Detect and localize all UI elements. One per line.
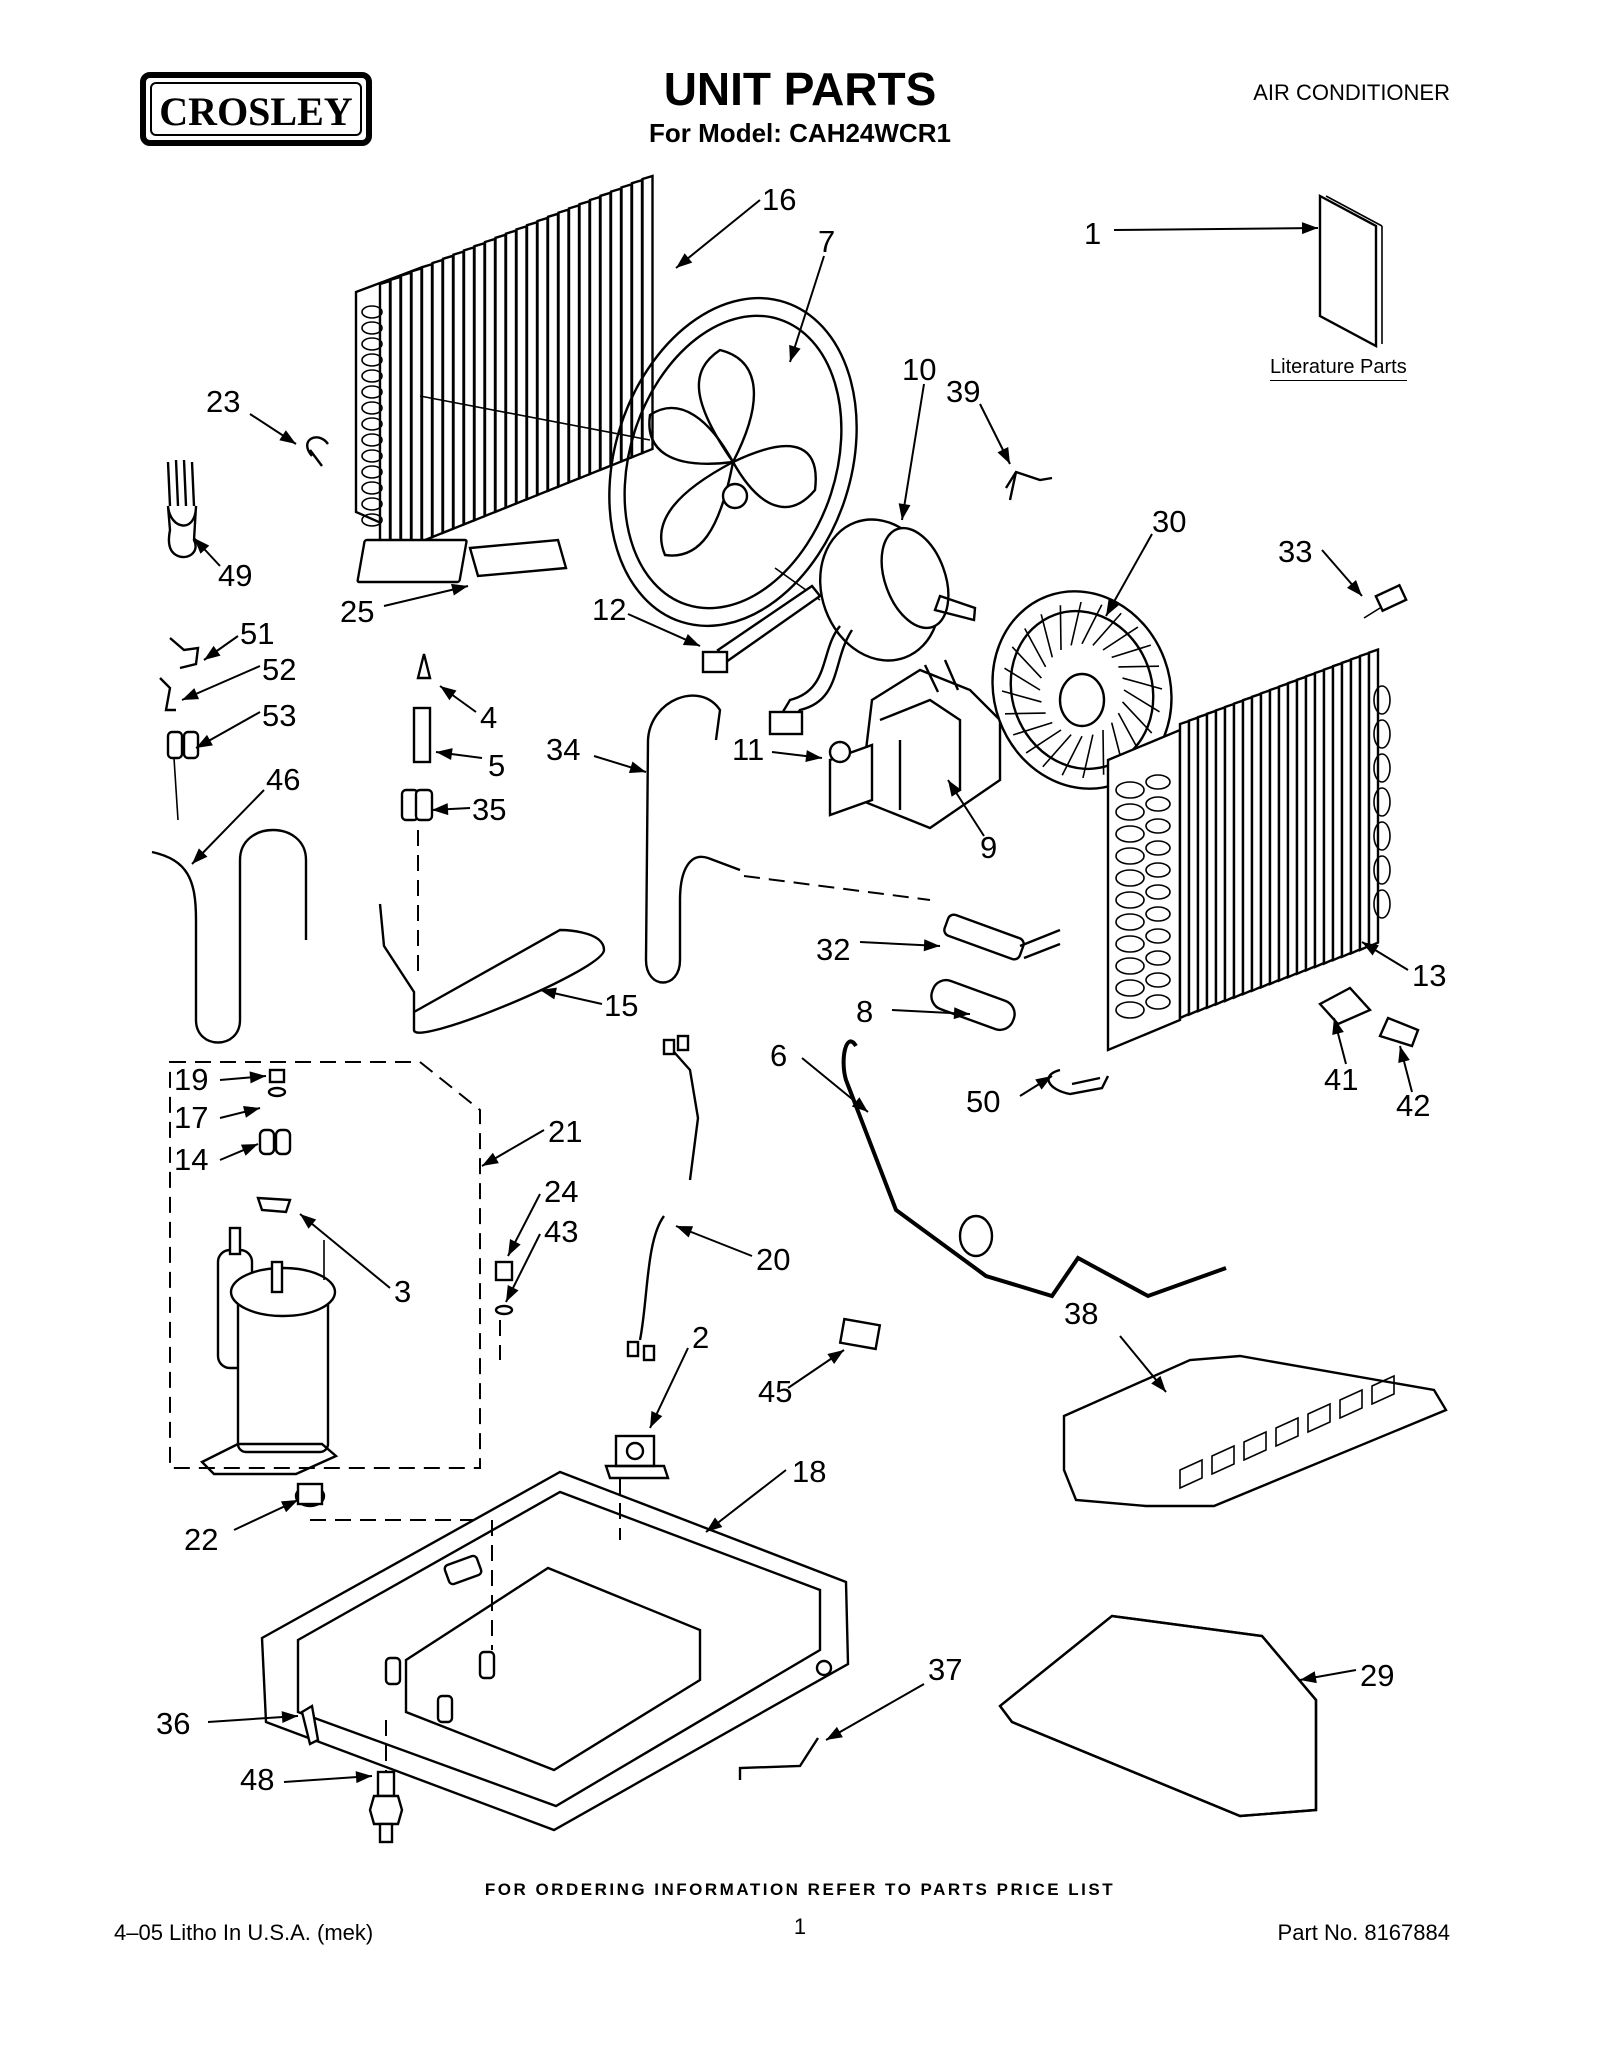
brand-name: CROSLEY (159, 89, 353, 134)
fan-motor (768, 518, 977, 736)
callout-20: 20 (756, 1242, 791, 1277)
u-tube-fitting (1047, 1068, 1110, 1096)
callout-23: 23 (206, 384, 241, 419)
base-pan (260, 1470, 850, 1832)
callout-19: 19 (174, 1062, 209, 1097)
bracket-clip (1004, 470, 1053, 501)
callout-43: 43 (544, 1214, 579, 1249)
callout-16: 16 (762, 182, 797, 217)
callout-11: 11 (732, 732, 765, 767)
callout-18: 18 (792, 1454, 827, 1489)
callout-48: 48 (240, 1762, 275, 1797)
condenser-fan-blade (419, 296, 858, 628)
ordering-note: FOR ORDERING INFORMATION REFER TO PARTS … (484, 1880, 1116, 1899)
callout-8: 8 (856, 994, 874, 1029)
accumulator-and-insulation (743, 875, 1061, 1032)
callout-39: 39 (946, 374, 981, 409)
mounting-nut-washer (494, 1260, 514, 1360)
callout-13: 13 (1412, 958, 1447, 993)
product-category: AIR CONDITIONER (1253, 80, 1450, 105)
evaporator-coil (1106, 647, 1391, 1052)
callout-34: 34 (546, 732, 581, 767)
callout-2: 2 (692, 1320, 710, 1355)
compressor-group-outline (169, 1061, 481, 1469)
callout-30: 30 (1152, 504, 1187, 539)
callout-33: 33 (1278, 534, 1313, 569)
insulation-pad (468, 538, 568, 578)
callout-25: 25 (340, 594, 375, 629)
suction-tube (644, 694, 741, 984)
callout-17: 17 (174, 1100, 209, 1135)
callout-29: 29 (1360, 1658, 1395, 1693)
callout-1: 1 (1084, 216, 1102, 251)
callout-38: 38 (1064, 1296, 1099, 1331)
callout-4: 4 (480, 700, 498, 735)
callout-41: 41 (1324, 1062, 1359, 1097)
page-title: UNIT PARTS (663, 63, 937, 115)
tie-strap (701, 584, 822, 674)
air-filter (998, 1614, 1318, 1818)
tubing-clamp (306, 436, 329, 467)
callout-46: 46 (266, 762, 301, 797)
callout-35: 35 (472, 792, 507, 827)
litho-line: 4–05 Litho In U.S.A. (mek) (114, 1920, 374, 1945)
callout-45: 45 (758, 1374, 793, 1409)
part-number: Part No. 8167884 (1277, 1920, 1450, 1945)
literature-booklet (1318, 193, 1383, 349)
callout-22: 22 (184, 1522, 219, 1557)
compressor-terminal-hardware (256, 1068, 292, 1214)
callout-14: 14 (174, 1142, 209, 1177)
callout-42: 42 (1396, 1088, 1431, 1123)
callout-49: 49 (218, 558, 253, 593)
base-clip (300, 1704, 320, 1746)
drain-wire (841, 1039, 1227, 1299)
motor-mount-bracket (828, 659, 1002, 830)
callout-5: 5 (488, 748, 506, 783)
screw (1363, 583, 1408, 619)
drain-clip (738, 1737, 820, 1780)
callout-7: 7 (818, 224, 836, 259)
sensor-clip (1378, 1016, 1420, 1048)
callout-37: 37 (928, 1652, 963, 1687)
callout-52: 52 (262, 652, 297, 687)
capillary-tube (378, 903, 606, 1034)
compressor-grommet (294, 1482, 492, 1521)
callout-10: 10 (902, 352, 937, 387)
compressor (199, 1226, 339, 1476)
callout-9: 9 (980, 830, 998, 865)
foam-block (838, 1317, 882, 1351)
callout-36: 36 (156, 1706, 191, 1741)
callout-24: 24 (544, 1174, 579, 1209)
callout-51: 51 (240, 616, 275, 651)
blower-wheel (991, 590, 1173, 790)
nut (828, 740, 852, 764)
discharge-tube (151, 828, 308, 1044)
literature-parts-label: Literature Parts (1270, 356, 1407, 381)
drain-tubing-set (159, 637, 200, 821)
wire-harness (626, 1034, 700, 1362)
overload-relay (604, 1434, 670, 1480)
callout-15: 15 (604, 988, 639, 1023)
callout-3: 3 (394, 1274, 412, 1309)
callout-21: 21 (548, 1114, 583, 1149)
callout-6: 6 (770, 1038, 788, 1073)
crosley-logo: CROSLEY (140, 72, 372, 146)
callout-50: 50 (966, 1084, 1001, 1119)
callout-53: 53 (262, 698, 297, 733)
valve-core-assembly (400, 653, 434, 975)
sensor-bracket (1318, 986, 1373, 1026)
shoulder-bolt (368, 1720, 404, 1844)
control-panel (1062, 1354, 1448, 1508)
callout-12: 12 (592, 592, 627, 627)
model-line: For Model: CAH24WCR1 (649, 118, 951, 148)
callout-32: 32 (816, 932, 851, 967)
harness-connector (166, 459, 198, 559)
page-number: 1 (793, 1914, 807, 1939)
condenser-coil (354, 174, 654, 584)
